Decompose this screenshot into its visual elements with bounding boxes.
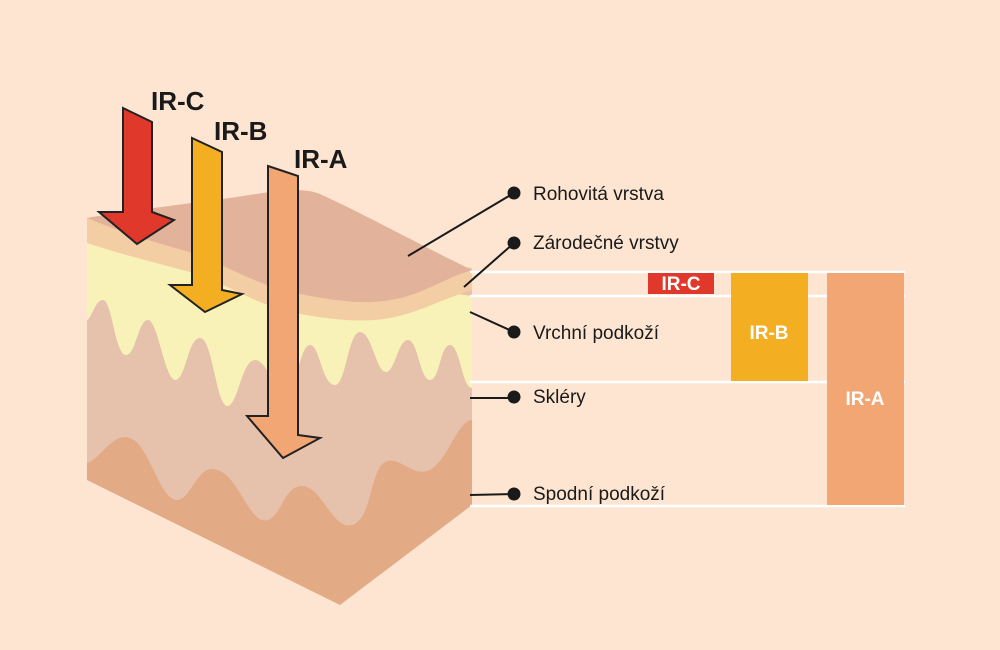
penetration-bars: IR-C IR-B IR-A (648, 273, 904, 505)
ir-c-arrow-label: IR-C (151, 86, 205, 116)
callout-dot-sclera (507, 390, 521, 404)
ir-a-arrow (244, 164, 324, 460)
callout-dot-lower-dermis (507, 487, 521, 501)
ir-b-bar (731, 273, 808, 381)
callout-line-upper-dermis (469, 311, 515, 333)
callout-line-horny (407, 192, 515, 257)
ir-c-arrow (96, 106, 177, 246)
ir-b-arrow-label: IR-B (214, 116, 267, 146)
layer-callouts (407, 186, 521, 501)
label-upper-dermis: Vrchní podkoží (533, 323, 660, 344)
callout-dot-upper-dermis (507, 325, 521, 339)
ir-c-bar-label: IR-C (661, 274, 700, 295)
callout-line-germinal (463, 242, 515, 288)
label-horny-layer: Rohovitá vrstva (533, 184, 664, 205)
layer-labels: Rohovitá vrstva Zárodečné vrstvy Vrchní … (533, 184, 679, 505)
ir-b-bar-label: IR-B (749, 323, 788, 344)
callout-line-lower-dermis (469, 493, 515, 496)
ir-c-bar (648, 273, 714, 294)
callout-dot-germinal (507, 236, 521, 250)
callout-dot-horny (507, 186, 521, 200)
label-sclera: Skléry (533, 387, 586, 408)
ir-a-bar-label: IR-A (845, 389, 884, 410)
ir-a-arrow-label: IR-A (294, 144, 348, 174)
ir-arrows: IR-C IR-B IR-A (96, 86, 348, 460)
label-germinal-layers: Zárodečné vrstvy (533, 233, 679, 254)
ir-a-bar (827, 273, 904, 505)
label-lower-dermis: Spodní podkoží (533, 484, 666, 505)
ir-b-arrow (167, 136, 246, 314)
